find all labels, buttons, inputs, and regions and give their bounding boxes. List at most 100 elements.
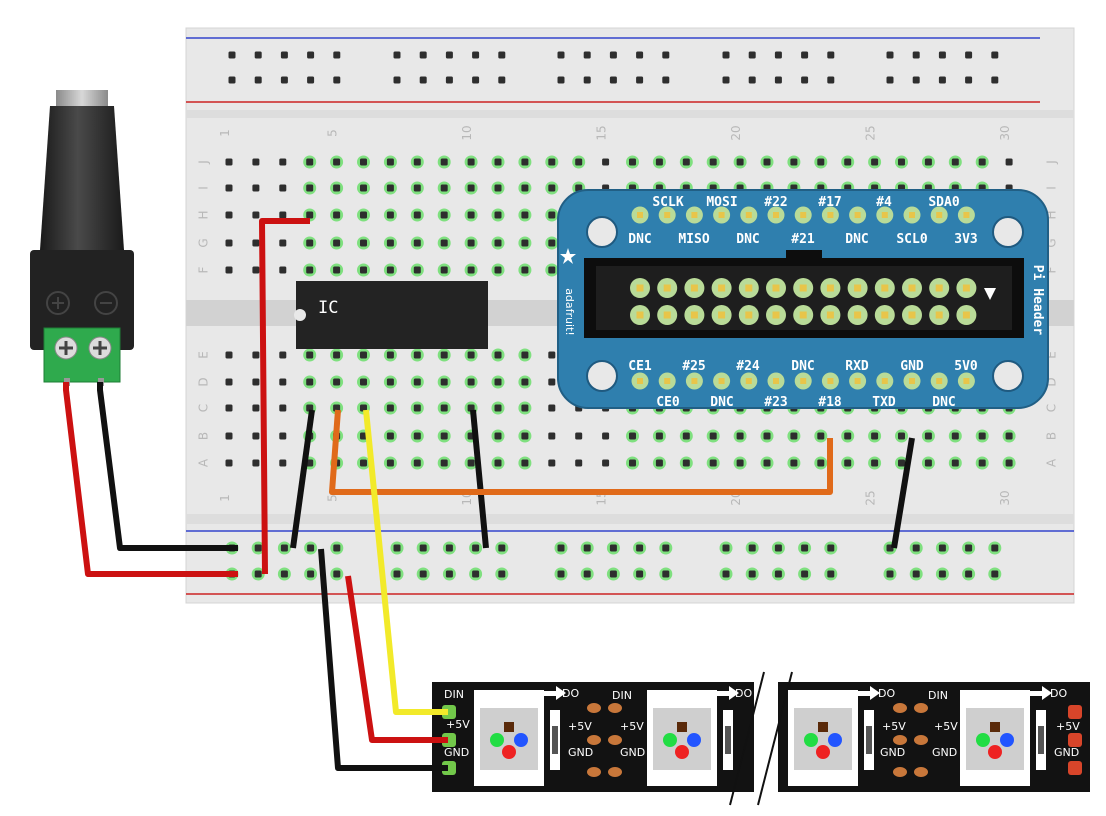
strip-label-din: DIN [444,688,464,701]
breadboard-hole [521,404,529,412]
breadboard-hole [871,158,879,166]
header-pin-core [718,284,726,292]
breakout-pad-core [936,212,943,218]
breadboard-hole [386,239,394,247]
rail-hole [583,544,591,552]
jack-tip [56,90,108,106]
breakout-pad-core [854,378,861,384]
breadboard-hole [521,378,529,386]
breadboard-hole [306,158,314,166]
strip-solder-pad [608,735,622,745]
breadboard-hole [655,432,663,440]
led-die [818,722,828,732]
header-label-bottom-upper: RXD [845,359,869,374]
rail-hole [307,570,315,578]
row-letter: J [1045,160,1059,165]
strip-resistor-body [866,726,872,754]
breadboard-hole [924,459,932,467]
led-green [490,733,504,747]
rail-hole [280,544,288,552]
breadboard-hole [548,378,556,386]
strip-solder-pad [914,703,928,713]
rail-hole [801,51,809,59]
breakout-pad-core [881,212,888,218]
breadboard-hole [252,404,260,412]
led-red [988,745,1002,759]
led-die [504,722,514,732]
rail-hole [583,51,591,59]
header-pin-core [908,311,916,319]
row-letter: D [1045,377,1059,386]
rail-hole [722,570,730,578]
strip-output-pad [1068,705,1082,719]
rail-hole [748,544,756,552]
rail-hole [774,570,782,578]
header-key-notch [786,250,822,262]
header-label-bottom-upper: GND [900,359,924,374]
header-pin-core [690,284,698,292]
rail-hole [445,51,453,59]
rail-hole [333,51,341,59]
breadboard-hole [1005,432,1013,440]
breadboard-hole [279,211,287,219]
row-letter: J [197,160,211,165]
rail-hole [498,76,506,84]
breadboard-hole [924,158,932,166]
breadboard-hole [629,459,636,467]
breadboard-hole [521,432,529,440]
rail-hole [498,544,506,552]
header-pin-core [772,284,780,292]
breadboard-hole [494,158,502,166]
rail-hole [333,544,341,552]
breakout-pad-core [664,378,671,384]
header-label-top-upper: MOSI [706,195,737,210]
strip-solder-pad [893,735,907,745]
rail-hole [472,544,480,552]
breadboard-hole [494,211,502,219]
breadboard-hole [655,459,663,467]
breadboard-hole [333,239,341,247]
breadboard-hole [225,211,233,219]
header-label-bottom-lower: DNC [710,395,733,410]
breakout-pad-core [745,212,752,218]
breadboard-hole [252,184,260,192]
header-pin-core [799,311,807,319]
breadboard-hole [575,459,583,467]
breadboard-hole [736,459,744,467]
header-pin-core [718,311,726,319]
breadboard-hole [763,459,771,467]
mount-hole-bottom-right [992,360,1024,392]
do-arrow-icon [540,691,556,696]
breakout-pad-core [691,212,698,218]
rail-hole [662,570,670,578]
breadboard-hole [951,158,959,166]
row-letter: F [197,266,211,273]
breadboard-hole [548,211,556,219]
breadboard-hole [548,184,556,192]
wire-ic-gnd-black [290,409,315,549]
rail-hole [498,570,506,578]
breakout-pad-core [881,378,888,384]
jack-housing [30,250,134,350]
header-pin-core [636,311,644,319]
breadboard-hole [360,432,367,440]
header-label-bottom-lower: CE0 [656,395,680,410]
breadboard-hole [736,432,744,440]
strip-solder-pad [587,767,601,777]
breadboard-hole [440,351,448,359]
header-label-top-lower: DNC [628,232,651,247]
breadboard-hole [871,459,879,467]
breadboard-hole [521,351,529,359]
strip-solder-pad [587,703,601,713]
breakout-pad-core [637,378,643,384]
rail-hole [472,76,480,84]
do-arrow-icon [1026,691,1042,696]
breakout-pad-core [827,212,834,218]
breadboard-hole [252,459,260,467]
rail-hole [557,544,565,552]
header-pin-core [745,311,753,319]
led-die [677,722,687,732]
header-label-bottom-upper: CE1 [628,359,652,374]
